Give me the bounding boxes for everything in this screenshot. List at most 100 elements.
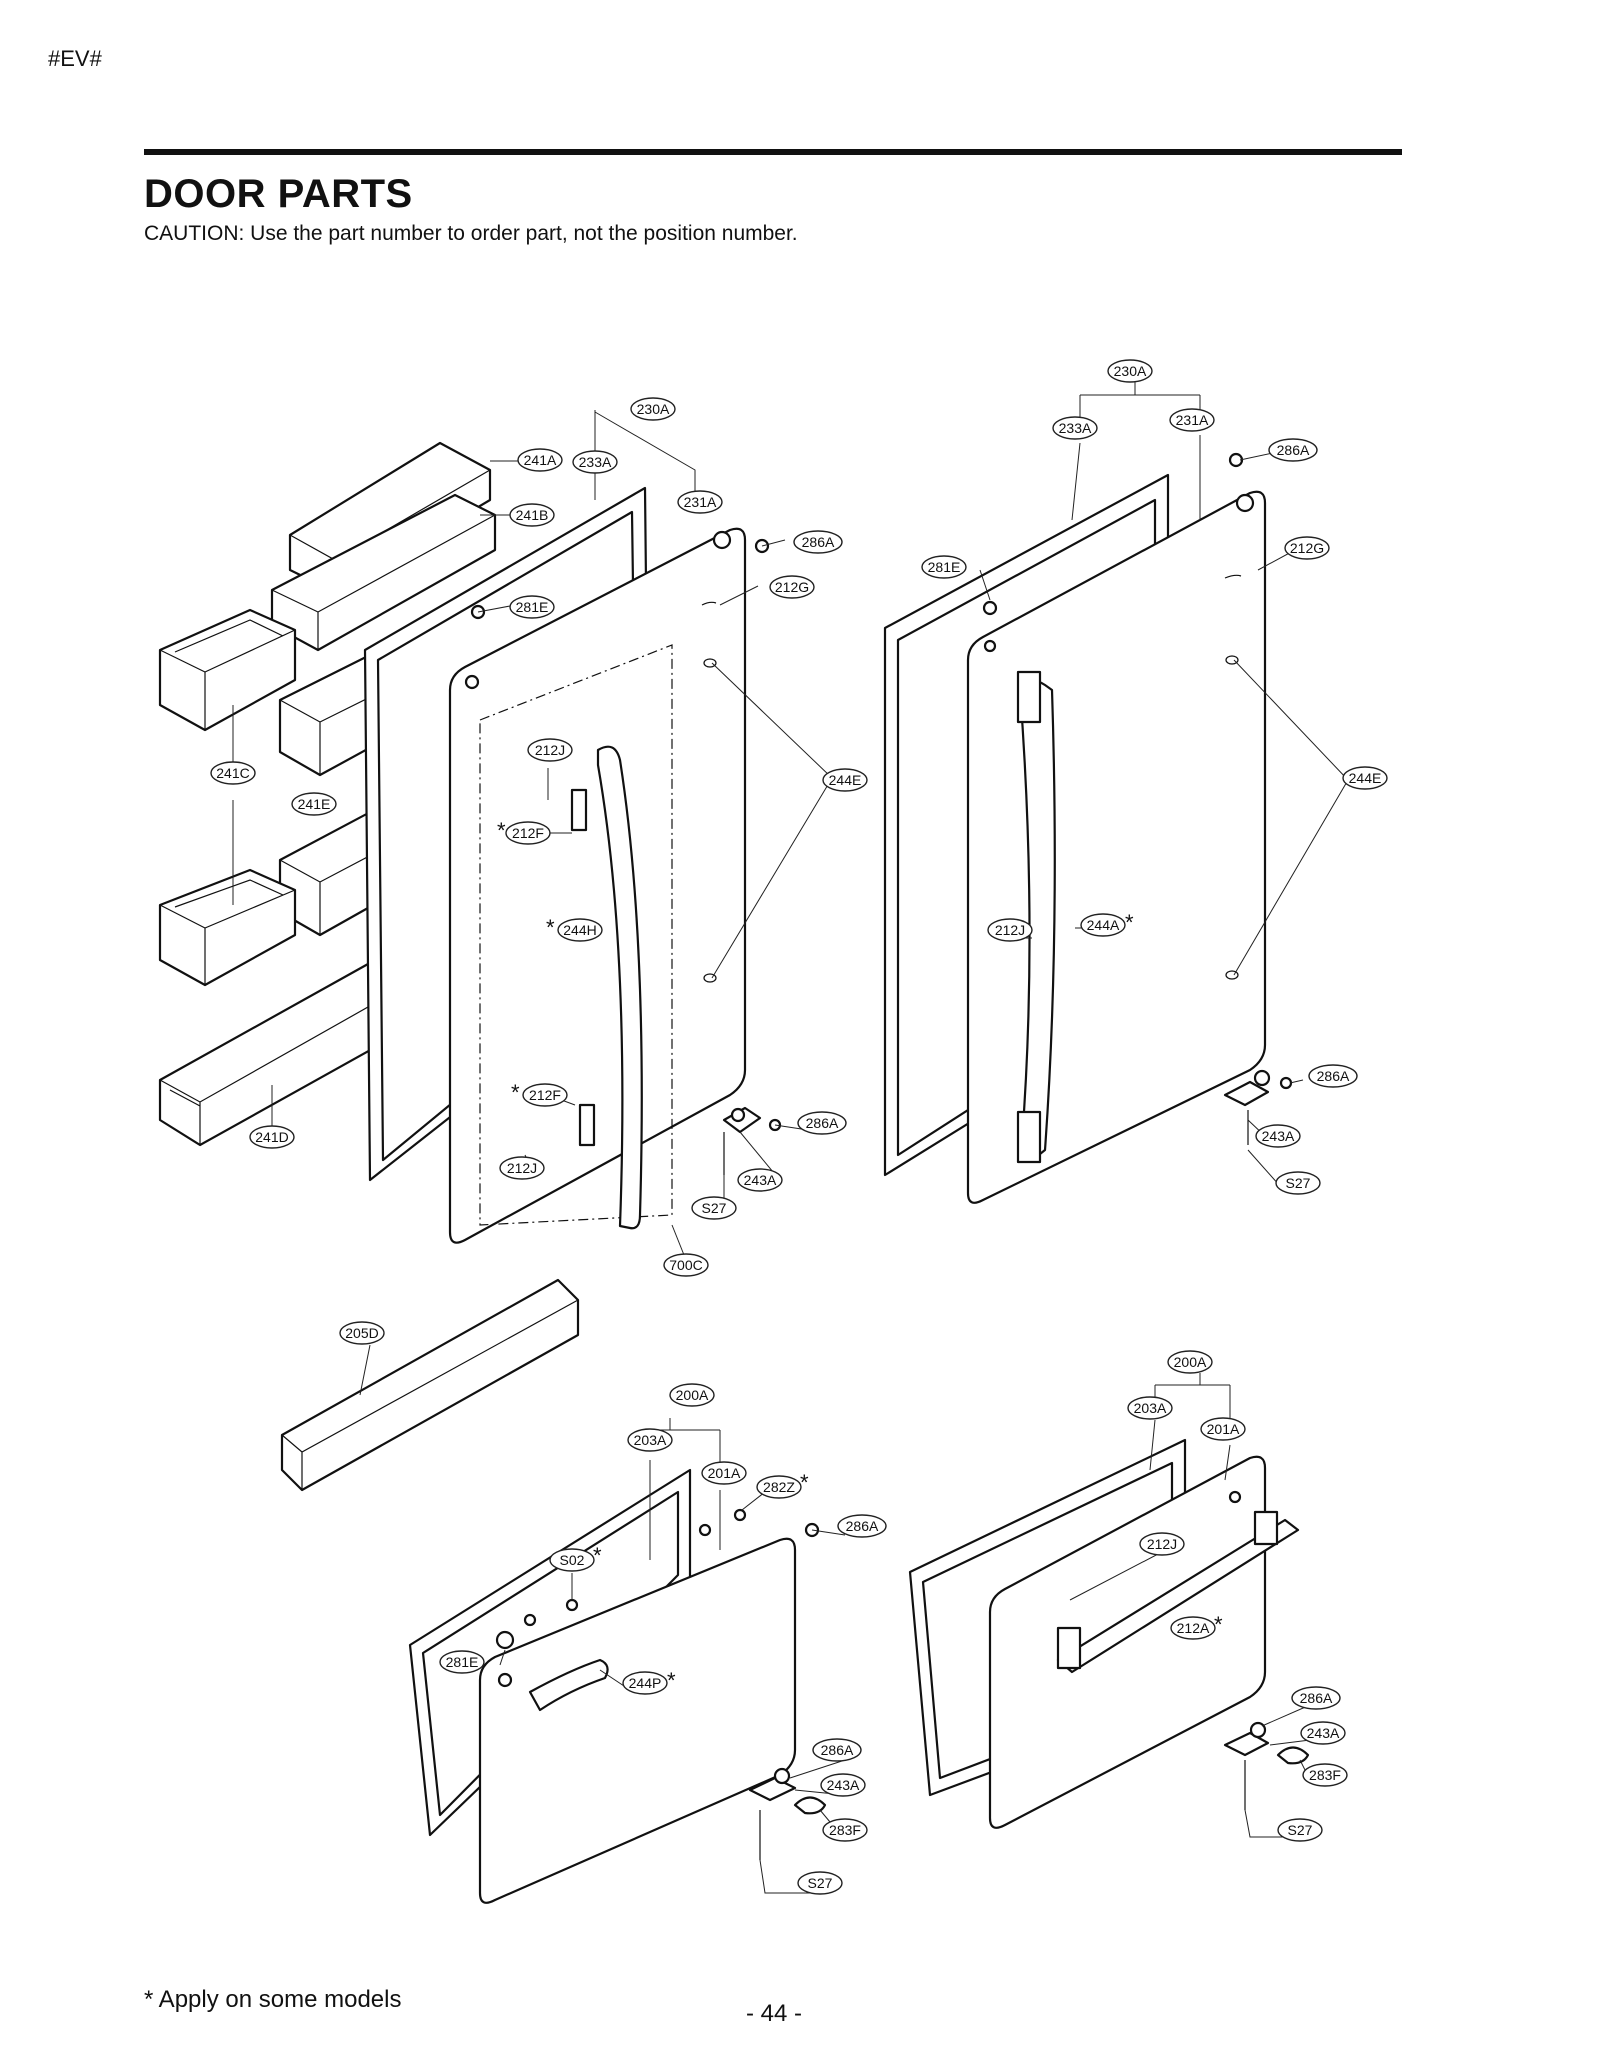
callout-S27-right: S27: [1275, 1171, 1321, 1195]
callout-241C: 241C: [210, 761, 256, 785]
callout-201A-right: 201A: [1200, 1417, 1246, 1441]
callout-283F-freezer-right: 283F: [1302, 1763, 1348, 1787]
svg-text:286A: 286A: [821, 1742, 854, 1758]
freezer-right-door: [988, 1455, 1310, 1829]
svg-text:244E: 244E: [829, 772, 862, 788]
callout-203A-right: 203A: [1127, 1396, 1173, 1420]
svg-text:281E: 281E: [516, 599, 549, 615]
callout-700C: 700C: [663, 1253, 709, 1277]
svg-text:241D: 241D: [255, 1129, 288, 1145]
svg-text:S27: S27: [808, 1875, 833, 1891]
svg-text:286A: 286A: [1317, 1068, 1350, 1084]
freezer-left-door: [478, 1508, 827, 1904]
svg-text:243A: 243A: [827, 1777, 860, 1793]
callout-243A-left: 243A: [737, 1168, 783, 1192]
svg-text:700C: 700C: [669, 1257, 702, 1273]
svg-text:281E: 281E: [928, 559, 961, 575]
svg-text:201A: 201A: [1207, 1421, 1240, 1437]
callout-243A-freezer-right: 243A: [1300, 1721, 1346, 1745]
callout-286A-left-top: 286A: [793, 530, 843, 554]
callout-231A-left: 231A: [677, 490, 723, 514]
svg-text:205D: 205D: [345, 1325, 378, 1341]
callout-212G-right: 212G: [1284, 536, 1330, 560]
callout-286A-right-bottom: 286A: [1308, 1064, 1358, 1088]
svg-text:212J: 212J: [507, 1160, 537, 1176]
callout-282Z: 282Z: [756, 1475, 802, 1499]
callout-244P: 244P: [622, 1671, 668, 1695]
svg-text:283F: 283F: [829, 1822, 861, 1838]
callout-244H: 244H: [557, 918, 603, 942]
title-rule: [144, 149, 1402, 155]
svg-text:233A: 233A: [579, 454, 612, 470]
callout-212A: 212A: [1170, 1616, 1216, 1640]
svg-text:241E: 241E: [298, 796, 331, 812]
caution-note: CAUTION: Use the part number to order pa…: [144, 222, 798, 245]
page-number: - 44 -: [746, 2000, 803, 2027]
callout-241A: 241A: [517, 448, 563, 472]
asterisk-212F-top: *: [497, 818, 506, 843]
callout-243A-right: 243A: [1255, 1124, 1301, 1148]
svg-text:212A: 212A: [1177, 1620, 1210, 1636]
asterisk-S02: *: [593, 1543, 602, 1568]
svg-text:203A: 203A: [634, 1432, 667, 1448]
callout-200A-left: 200A: [669, 1383, 715, 1407]
callout-281E-freezer: 281E: [439, 1650, 485, 1674]
callout-S27-left: S27: [691, 1196, 737, 1220]
callout-212J-right: 212J: [987, 918, 1033, 942]
svg-text:212J: 212J: [535, 742, 565, 758]
svg-text:241C: 241C: [216, 765, 249, 781]
callout-286A-freezer-right: 286A: [1291, 1686, 1341, 1710]
callout-S02: S02: [549, 1548, 595, 1572]
callout-286A-freezer-left-bottom: 286A: [812, 1738, 862, 1762]
svg-text:S27: S27: [702, 1200, 727, 1216]
callout-205D: 205D: [339, 1321, 385, 1345]
callout-241D: 241D: [249, 1125, 295, 1149]
svg-text:286A: 286A: [806, 1115, 839, 1131]
asterisk-282Z: *: [800, 1470, 809, 1495]
svg-text:212G: 212G: [1290, 540, 1324, 556]
callout-212J-left-top: 212J: [527, 738, 573, 762]
svg-text:233A: 233A: [1059, 420, 1092, 436]
callout-243A-freezer-left: 243A: [820, 1773, 866, 1797]
svg-text:S27: S27: [1288, 1822, 1313, 1838]
asterisk-244H: *: [546, 915, 555, 940]
callout-230A-right: 230A: [1107, 359, 1153, 383]
svg-text:212G: 212G: [775, 579, 809, 595]
svg-text:283F: 283F: [1309, 1767, 1341, 1783]
callout-281E-left: 281E: [509, 595, 555, 619]
svg-text:S27: S27: [1286, 1175, 1311, 1191]
svg-text:244P: 244P: [629, 1675, 662, 1691]
svg-text:200A: 200A: [1174, 1354, 1207, 1370]
callout-241B: 241B: [509, 503, 555, 527]
svg-text:244E: 244E: [1349, 770, 1382, 786]
svg-text:212J: 212J: [995, 922, 1025, 938]
callout-286A-right-top: 286A: [1268, 438, 1318, 462]
callout-286A-freezer-left-top: 286A: [837, 1514, 887, 1538]
asterisk-212F-bottom: *: [511, 1080, 520, 1105]
svg-text:212F: 212F: [529, 1087, 561, 1103]
svg-text:231A: 231A: [684, 494, 717, 510]
asterisk-212A: *: [1214, 1612, 1223, 1637]
callout-244E-right: 244E: [1342, 766, 1388, 790]
callout-212F-left-bottom: 212F: [522, 1083, 568, 1107]
right-door-panel: [966, 490, 1267, 1204]
svg-text:201A: 201A: [708, 1465, 741, 1481]
svg-text:241A: 241A: [524, 452, 557, 468]
callout-231A-right: 231A: [1169, 408, 1215, 432]
svg-text:286A: 286A: [1277, 442, 1310, 458]
svg-text:282Z: 282Z: [763, 1479, 795, 1495]
callout-212F-left-top: 212F: [505, 821, 551, 845]
callout-212G-left: 212G: [769, 575, 815, 599]
page-title: DOOR PARTS: [144, 172, 413, 216]
asterisk-244A: *: [1125, 910, 1134, 935]
svg-text:281E: 281E: [446, 1654, 479, 1670]
callout-212J-freezer-right: 212J: [1139, 1532, 1185, 1556]
callout-203A-left: 203A: [627, 1428, 673, 1452]
callout-212J-left-bottom: 212J: [499, 1156, 545, 1180]
freezer-bin-205D: [280, 1278, 580, 1492]
svg-text:212J: 212J: [1147, 1536, 1177, 1552]
footnote: * Apply on some models: [144, 1986, 402, 2013]
callout-233A-right: 233A: [1052, 416, 1098, 440]
svg-text:241B: 241B: [516, 507, 549, 523]
document-code: #EV#: [48, 46, 102, 71]
